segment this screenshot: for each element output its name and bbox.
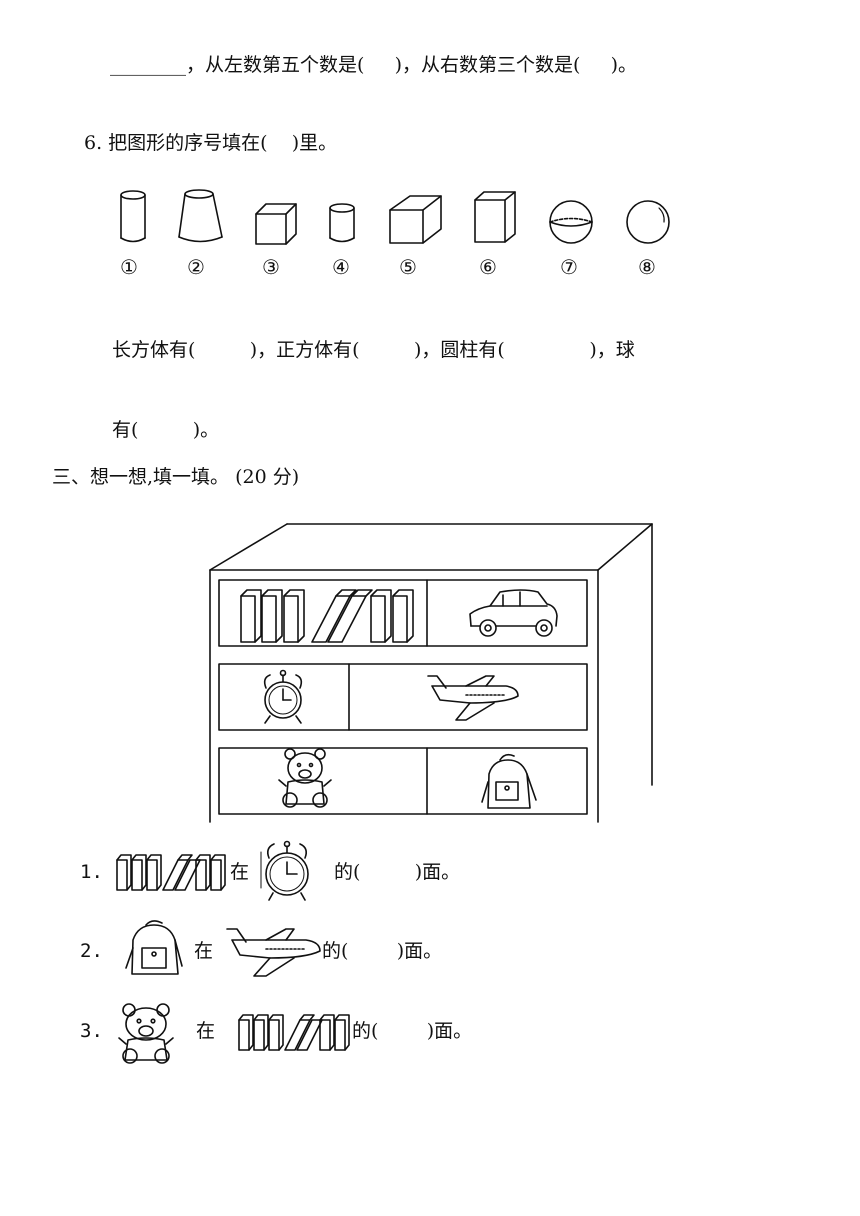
q3-1-tail: 的( )面。 (334, 861, 461, 883)
shape-figures (120, 189, 670, 245)
books-icon (240, 589, 414, 643)
cube-icon (255, 203, 297, 245)
airplane-icon (427, 675, 519, 721)
answer-line-1: 长方体有( )，正方体有( )，圆柱有( )，球 (112, 339, 635, 361)
q3-2-tail: 的( )面。 (322, 940, 443, 962)
teddy-bear-icon (278, 748, 332, 808)
tall-cuboid-icon (474, 191, 516, 243)
frustum-icon (178, 189, 223, 243)
q3-3-number: 3. (80, 1020, 103, 1042)
shape-label-1: ① (120, 255, 138, 279)
books-icon (238, 1014, 350, 1051)
cylinder-icon (120, 190, 146, 243)
q3-3-tail: 的( )面。 (352, 1020, 473, 1042)
shape-label-6: ⑥ (479, 255, 497, 279)
q3-3-word: 在 (196, 1020, 216, 1042)
answer-line-2: 有( )。 (112, 419, 220, 441)
shape-label-4: ④ (332, 255, 350, 279)
q3-1-word: 在 (230, 861, 250, 883)
airplane-icon (226, 928, 321, 977)
alarm-clock-icon (263, 669, 303, 724)
ball-icon (626, 200, 670, 244)
section-3-heading: 三、想一想,填一填。 (20 分) (52, 466, 300, 488)
cuboid-icon (389, 195, 442, 244)
shape-label-8: ⑧ (638, 255, 656, 279)
teddy-bear-icon (118, 1003, 174, 1064)
shape-label-3: ③ (262, 255, 280, 279)
car-icon (469, 589, 558, 637)
q3-2-word: 在 (194, 940, 214, 962)
backpack-icon (481, 753, 537, 809)
small-cylinder-icon (329, 203, 355, 243)
shape-label-2: ② (187, 255, 205, 279)
shape-label-7: ⑦ (560, 255, 578, 279)
fill-in-line-top: ________，从左数第五个数是( )，从右数第三个数是( )。 (110, 54, 638, 76)
q3-1-number: 1. (80, 861, 103, 883)
q3-2-number: 2. (80, 940, 103, 962)
books-icon (116, 854, 226, 891)
alarm-clock-icon (260, 840, 309, 901)
sphere-icon (549, 200, 593, 244)
shelf-illustration (209, 523, 653, 823)
backpack-icon (125, 920, 183, 975)
shape-label-5: ⑤ (399, 255, 417, 279)
question-6-prompt: 6. 把图形的序号填在( )里。 (84, 132, 338, 154)
